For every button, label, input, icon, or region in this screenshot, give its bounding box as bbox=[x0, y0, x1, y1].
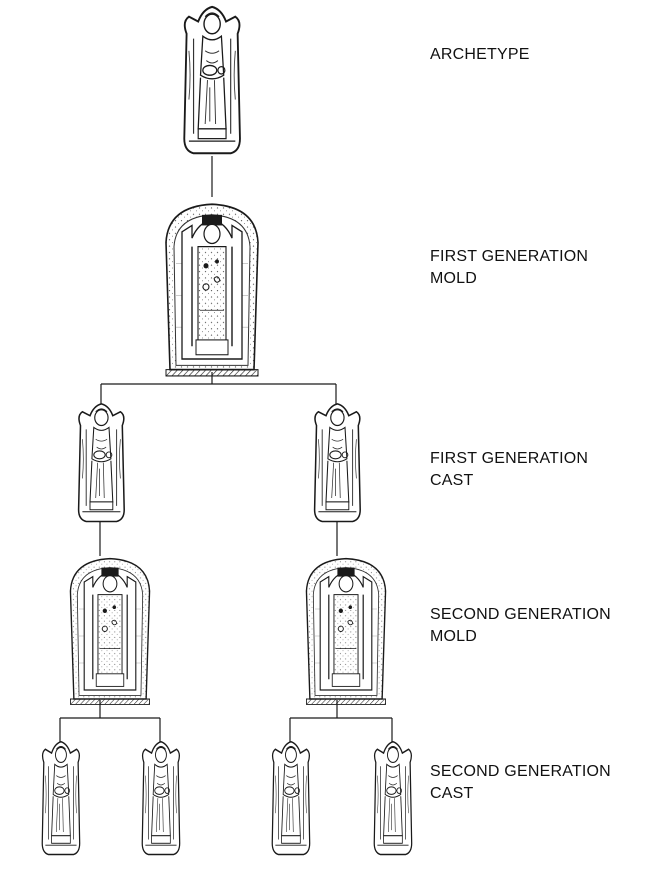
label-archetype-line-1: ARCHETYPE bbox=[430, 46, 530, 63]
label-first-mold-line-2: MOLD bbox=[430, 270, 478, 287]
second-generation-cast-2 bbox=[141, 741, 181, 856]
second-generation-mold-left bbox=[69, 557, 151, 706]
second-generation-cast-1 bbox=[41, 741, 81, 856]
label-second-cast-line-2: CAST bbox=[430, 785, 474, 802]
label-archetype: ARCHETYPE bbox=[430, 44, 530, 66]
label-second-cast-line-1: SECOND GENERATION bbox=[430, 763, 611, 780]
second-generation-cast-3 bbox=[271, 741, 311, 856]
label-first-generation-mold: FIRST GENERATION MOLD bbox=[430, 246, 588, 290]
label-second-generation-mold: SECOND GENERATION MOLD bbox=[430, 604, 611, 648]
first-generation-cast-right bbox=[313, 403, 361, 523]
first-generation-mold bbox=[165, 203, 259, 377]
second-generation-mold-right bbox=[305, 557, 387, 706]
label-second-generation-cast: SECOND GENERATION CAST bbox=[430, 761, 611, 805]
label-first-generation-cast: FIRST GENERATION CAST bbox=[430, 448, 588, 492]
label-first-cast-line-1: FIRST GENERATION bbox=[430, 450, 589, 467]
label-first-mold-line-1: FIRST GENERATION bbox=[430, 248, 589, 265]
label-second-mold-line-1: SECOND GENERATION bbox=[430, 606, 611, 623]
first-generation-cast-left bbox=[77, 403, 125, 523]
label-first-cast-line-2: CAST bbox=[430, 472, 474, 489]
label-second-mold-line-2: MOLD bbox=[430, 628, 478, 645]
archetype-figurine bbox=[183, 5, 241, 155]
second-generation-cast-4 bbox=[373, 741, 413, 856]
